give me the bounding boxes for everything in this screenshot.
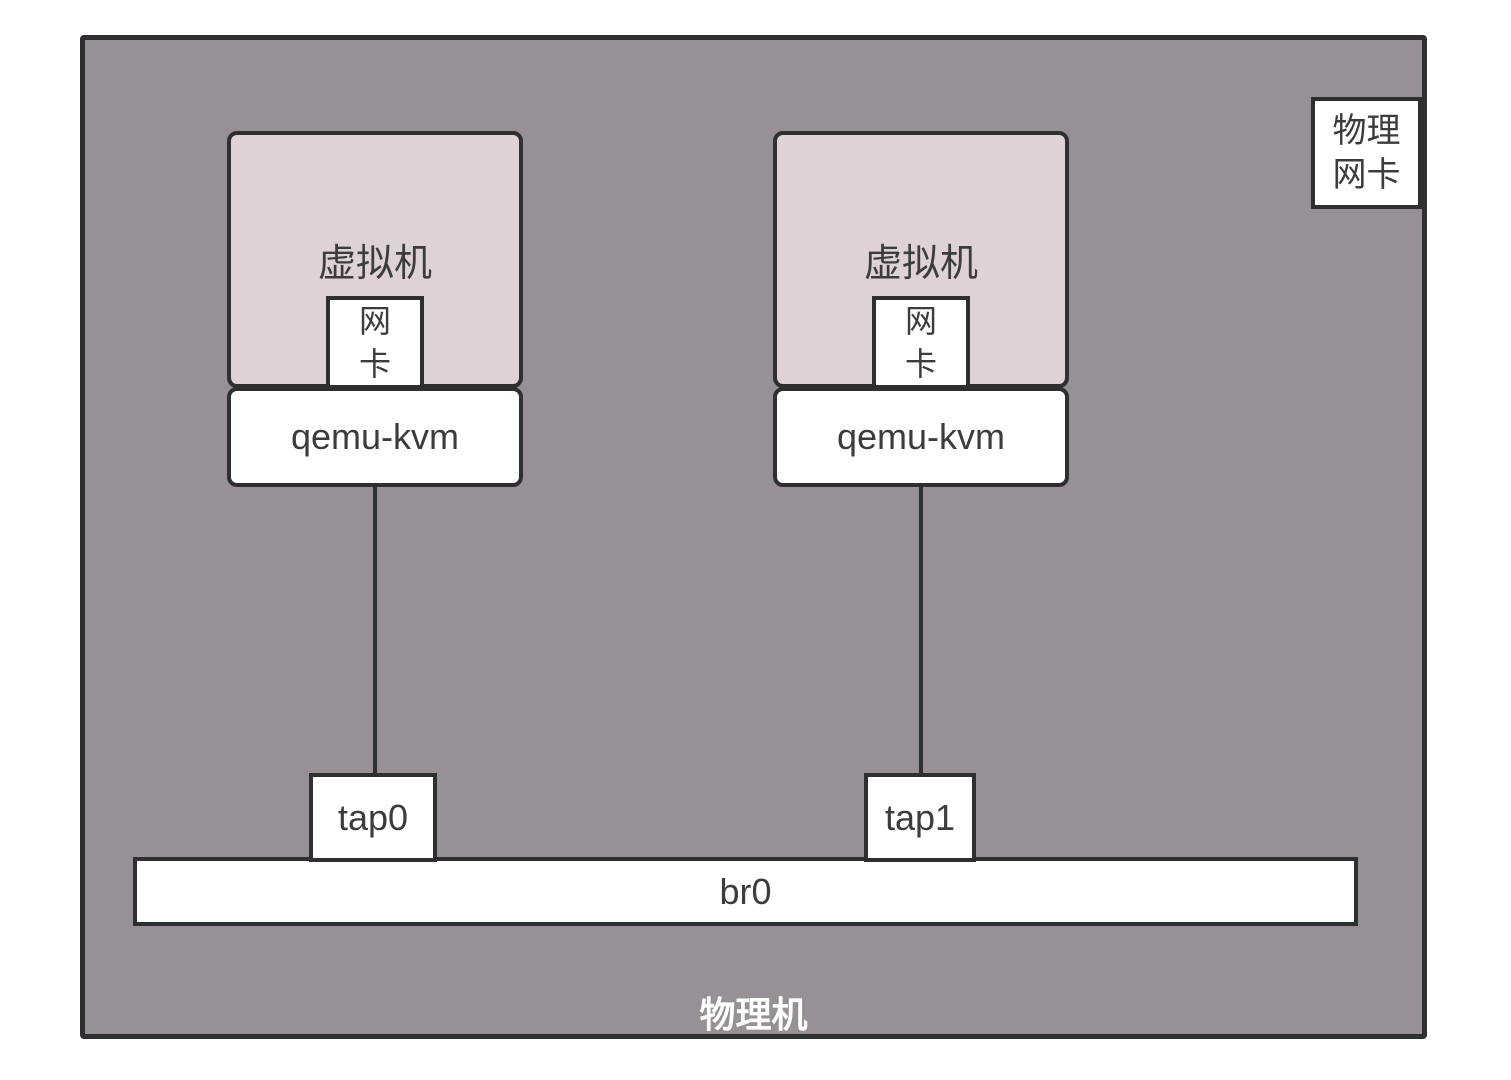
hypervisor-box-0: qemu-kvm [227, 387, 523, 487]
vm-label-1: 虚拟机 [863, 243, 978, 285]
host-label: 物理机 [699, 994, 808, 1035]
connector-line-1 [919, 485, 923, 777]
physical-nic-box: 物理 网卡 [1311, 97, 1422, 209]
vm-nic-box-0: 网 卡 [326, 296, 424, 389]
vm-nic-label-line1-0: 网 [358, 302, 391, 339]
tap-box-0: tap0 [309, 773, 437, 862]
vm-nic-box-1: 网 卡 [872, 296, 970, 389]
physical-nic-label-line1: 物理 [1332, 112, 1401, 150]
bridge-box: br0 [133, 857, 1358, 926]
vm-nic-label-line2-1: 卡 [904, 345, 937, 382]
hypervisor-box-1: qemu-kvm [773, 387, 1069, 487]
tap-box-1: tap1 [864, 773, 976, 862]
connector-line-0 [373, 485, 377, 777]
physical-nic-label-line2: 网卡 [1332, 156, 1401, 194]
vm-nic-label-line1-1: 网 [904, 302, 937, 339]
vm-nic-label-line2-0: 卡 [358, 345, 391, 382]
vm-label-0: 虚拟机 [317, 243, 432, 285]
